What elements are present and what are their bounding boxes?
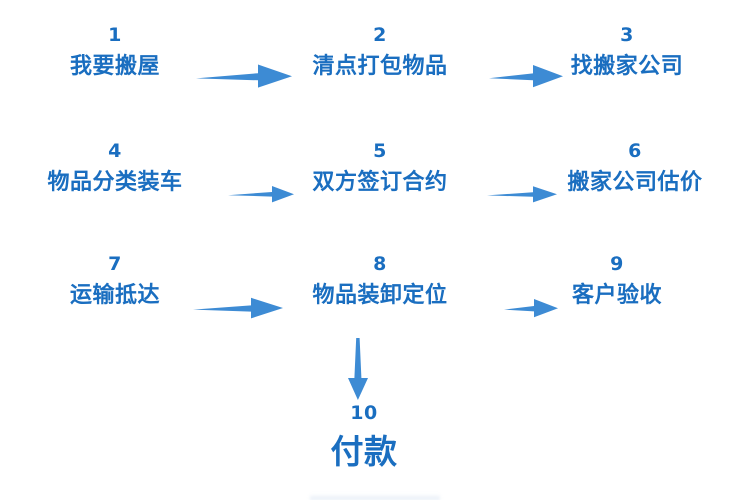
step-label-4: 物品分类装车 [47, 170, 183, 195]
step-label-7: 运输抵达 [69, 283, 161, 308]
step-label-9: 客户验收 [571, 283, 663, 308]
step-number-6: 6 [628, 140, 642, 162]
flow-node-2: 2 清点打包物品 [312, 24, 448, 79]
flow-node-1: 1 我要搬屋 [69, 24, 161, 79]
arrow-2-to-3 [489, 63, 563, 89]
step-number-4: 4 [108, 140, 122, 162]
step-label-3: 找搬家公司 [570, 54, 684, 79]
step-number-2: 2 [373, 24, 387, 46]
step-number-3: 3 [620, 24, 634, 46]
step-label-10: 付款 [330, 432, 398, 471]
arrow-8-to-10 [345, 338, 371, 400]
arrow-5-to-6 [487, 184, 557, 204]
step-number-9: 9 [610, 253, 624, 275]
flow-node-8: 8 物品装卸定位 [312, 253, 448, 308]
step-number-5: 5 [373, 140, 387, 162]
flow-node-4: 4 物品分类装车 [47, 140, 183, 195]
step-number-1: 1 [108, 24, 122, 46]
arrow-4-to-5 [228, 184, 294, 204]
step-label-8: 物品装卸定位 [312, 283, 448, 308]
cropped-bottom-edge [310, 494, 440, 500]
flow-node-5: 5 双方签订合约 [312, 140, 448, 195]
step-label-5: 双方签订合约 [312, 170, 448, 195]
step-number-8: 8 [373, 253, 387, 275]
step-label-2: 清点打包物品 [312, 54, 448, 79]
flow-node-9: 9 客户验收 [571, 253, 663, 308]
arrow-8-to-9 [504, 297, 558, 319]
flow-node-7: 7 运输抵达 [69, 253, 161, 308]
step-number-10: 10 [350, 402, 378, 424]
arrow-1-to-2 [196, 63, 292, 89]
arrow-7-to-8 [193, 296, 283, 320]
step-label-1: 我要搬屋 [69, 54, 161, 79]
flow-node-3: 3 找搬家公司 [570, 24, 684, 79]
step-label-6: 搬家公司估价 [567, 170, 703, 195]
flow-node-6: 6 搬家公司估价 [567, 140, 703, 195]
flow-node-10: 10 付款 [331, 404, 398, 470]
step-number-7: 7 [108, 253, 122, 275]
